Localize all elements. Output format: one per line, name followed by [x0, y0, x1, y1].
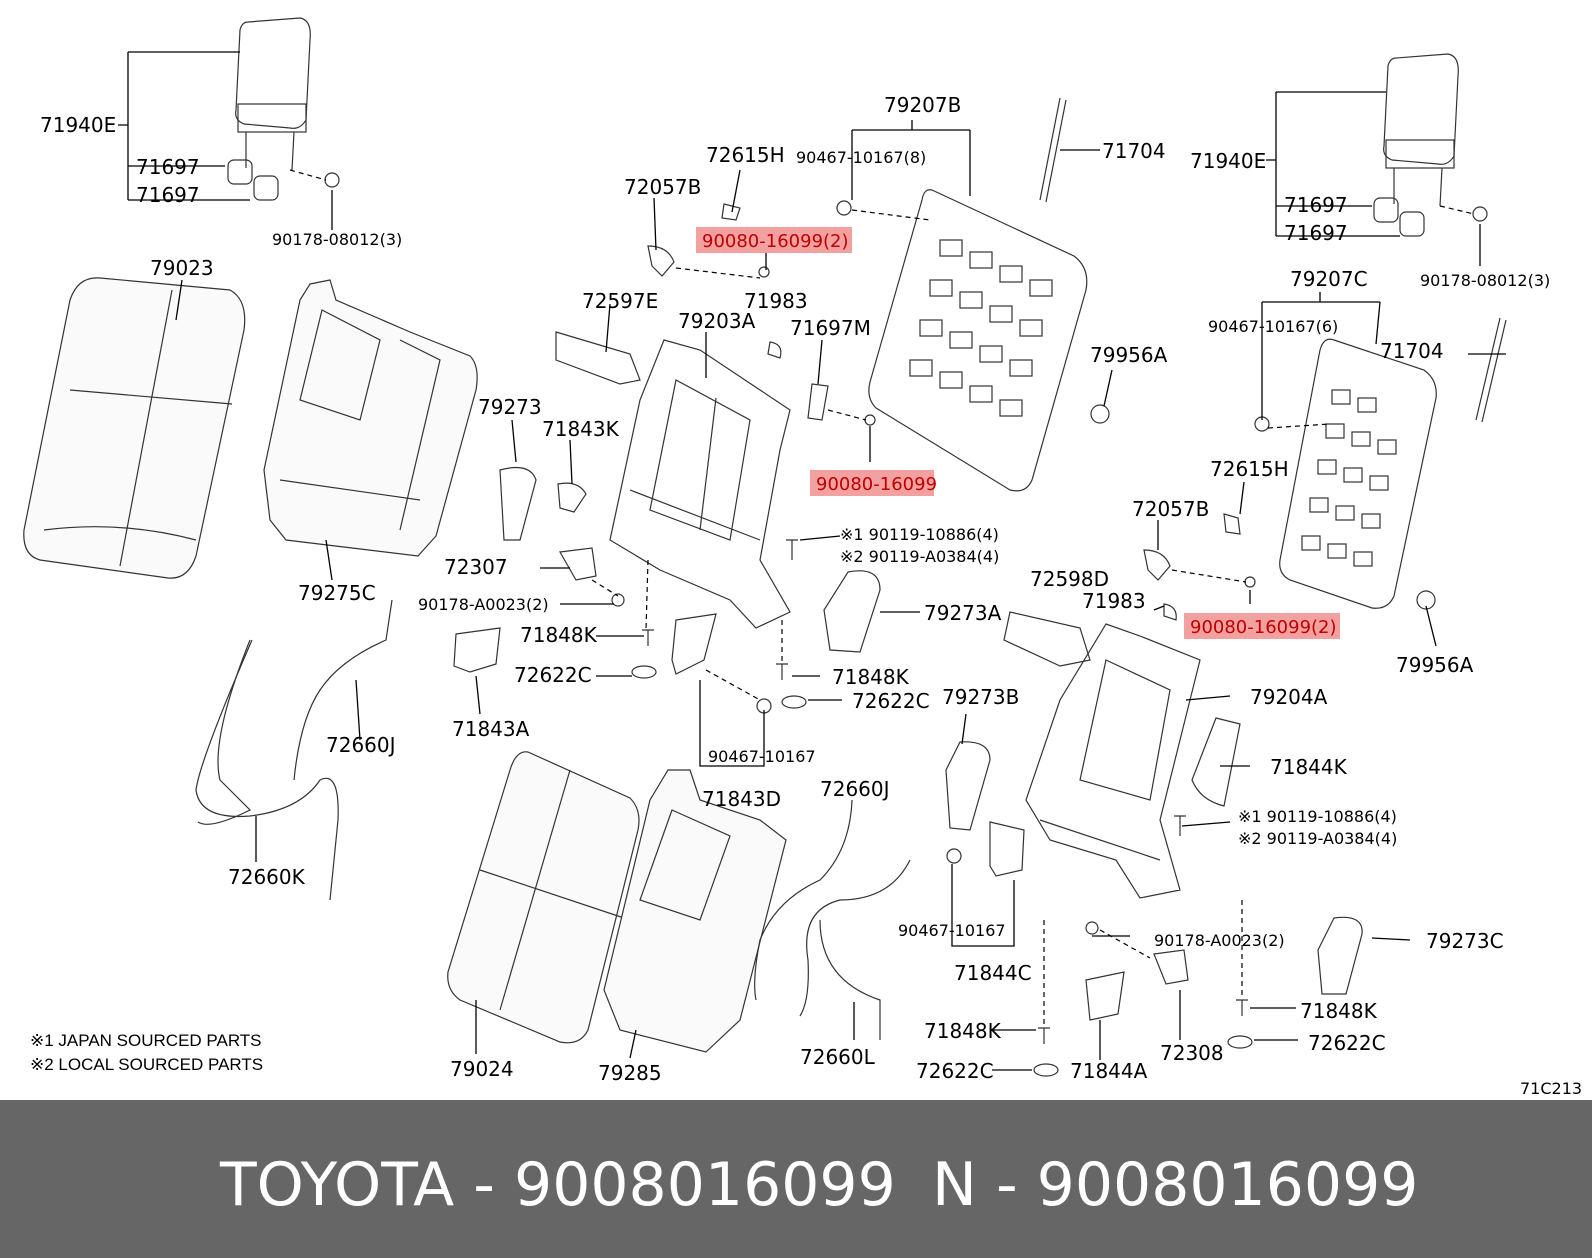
label-71940E-left: 71940E	[40, 113, 116, 137]
label-79273A: 79273A	[924, 601, 1002, 625]
label-90467-10167-low: 90467-10167	[898, 921, 1006, 940]
label-71844A: 71844A	[1070, 1059, 1148, 1083]
part-number-banner: TOYOTA - 9008016099 N - 9008016099	[0, 1100, 1592, 1258]
label-90119-A0384-a: ※2 90119-A0384(4)	[840, 547, 999, 566]
cables-drawing	[195, 599, 911, 1040]
label-72057B-top: 72057B	[624, 175, 701, 199]
seatback-frame-79203A-drawing	[609, 339, 791, 629]
label-90080-16099-2-top: 90080-16099(2)	[702, 231, 849, 252]
label-79207C: 79207C	[1290, 267, 1368, 291]
label-71843K: 71843K	[542, 417, 620, 441]
label-79203A: 79203A	[678, 309, 756, 333]
seatback-pad-79275C-drawing	[263, 279, 478, 557]
seat-pad-79285-drawing	[603, 769, 787, 1053]
label-72307: 72307	[444, 555, 508, 579]
label-90178-08012-right: 90178-08012(3)	[1420, 271, 1550, 290]
seatback-frame-79204A-drawing	[1025, 623, 1201, 899]
label-71697-c: 71697	[1284, 193, 1348, 217]
label-72598D: 72598D	[1030, 567, 1109, 591]
label-79273C: 79273C	[1426, 929, 1504, 953]
seat-cover-79024-drawing	[447, 751, 640, 1044]
seatback-cover-79023-drawing	[23, 277, 246, 579]
label-90080-16099: 90080-16099	[816, 474, 937, 495]
label-72597E: 72597E	[582, 289, 658, 313]
label-79023: 79023	[150, 256, 214, 280]
label-71704-top: 71704	[1102, 139, 1166, 163]
diagram-code: 71C213	[1520, 1079, 1582, 1098]
label-71697-b: 71697	[136, 183, 200, 207]
label-71940E-right: 71940E	[1190, 149, 1266, 173]
label-72622C-c: 72622C	[1308, 1031, 1386, 1055]
footnote-local-sourced: ※2 LOCAL SOURCED PARTS	[30, 1055, 263, 1074]
label-71697-d: 71697	[1284, 221, 1348, 245]
label-71843D: 71843D	[702, 787, 781, 811]
highlight-90080-16099-right	[1184, 613, 1340, 639]
seatback-board-79207B-drawing	[868, 189, 1088, 492]
label-71983-right: 71983	[1082, 589, 1146, 613]
label-79273B: 79273B	[942, 685, 1019, 709]
rod-71704-drawing	[1039, 97, 1507, 423]
label-71697M: 71697M	[790, 316, 871, 340]
label-90467-10167-8: 90467-10167(8)	[796, 148, 926, 167]
label-71983-top: 71983	[744, 289, 808, 313]
label-79204A: 79204A	[1250, 685, 1328, 709]
label-71844C: 71844C	[954, 961, 1032, 985]
label-90178-08012-left: 90178-08012(3)	[272, 230, 402, 249]
label-71848K-a: 71848K	[520, 623, 598, 647]
parts-diagram: 71940E 71697 71697 90178-08012(3) 79023 …	[23, 17, 1582, 1098]
label-79285: 79285	[598, 1061, 662, 1085]
label-72660L: 72660L	[800, 1045, 876, 1069]
label-90080-16099-2-right: 90080-16099(2)	[1190, 617, 1337, 638]
label-72660J-mid: 72660J	[820, 777, 890, 801]
label-72660K: 72660K	[228, 865, 306, 889]
label-72622C-d: 72622C	[916, 1059, 994, 1083]
label-90178-A0023-right: 90178-A0023(2)	[1154, 931, 1285, 950]
label-90119-A0384-b: ※2 90119-A0384(4)	[1238, 829, 1397, 848]
label-71848K-b: 71848K	[832, 665, 910, 689]
label-71697-a: 71697	[136, 155, 200, 179]
label-90467-10167-mid: 90467-10167	[708, 747, 816, 766]
label-79207B: 79207B	[884, 93, 961, 117]
leader-lines	[118, 51, 1506, 1071]
banner-n-part-number: N - 9008016099	[932, 1150, 1419, 1220]
label-72615H-right: 72615H	[1210, 457, 1289, 481]
label-79956A-top: 79956A	[1090, 343, 1168, 367]
label-71844K: 71844K	[1270, 755, 1348, 779]
small-parts-drawing	[453, 200, 1436, 1077]
label-71843A: 71843A	[452, 717, 530, 741]
label-71848K-d: 71848K	[924, 1019, 1002, 1043]
label-71848K-c: 71848K	[1300, 999, 1378, 1023]
highlight-90080-16099-top	[696, 227, 852, 253]
label-90178-A0023-left: 90178-A0023(2)	[418, 595, 549, 614]
label-90467-10167-6: 90467-10167(6)	[1208, 317, 1338, 336]
label-72308: 72308	[1160, 1041, 1224, 1065]
label-72622C-a: 72622C	[514, 663, 592, 687]
label-90119-10886-a: ※1 90119-10886(4)	[840, 525, 999, 544]
label-79956A-right: 79956A	[1396, 653, 1474, 677]
label-72660J-left: 72660J	[326, 733, 396, 757]
highlight-90080-16099-mid	[810, 470, 934, 496]
headrest-left-drawing	[227, 17, 340, 201]
headrest-right-drawing	[1373, 53, 1488, 237]
label-72622C-b: 72622C	[852, 689, 930, 713]
footnote-japan-sourced: ※1 JAPAN SOURCED PARTS	[30, 1031, 262, 1050]
label-79273: 79273	[478, 395, 542, 419]
seatback-board-79207C-drawing	[1279, 338, 1437, 609]
label-79024: 79024	[450, 1057, 514, 1081]
banner-toyota-part-number: TOYOTA - 9008016099	[220, 1150, 896, 1220]
label-72057B-right: 72057B	[1132, 497, 1209, 521]
label-72615H-top: 72615H	[706, 143, 785, 167]
label-90119-10886-b: ※1 90119-10886(4)	[1238, 807, 1397, 826]
label-71704-right: 71704	[1380, 339, 1444, 363]
label-79275C: 79275C	[298, 581, 376, 605]
